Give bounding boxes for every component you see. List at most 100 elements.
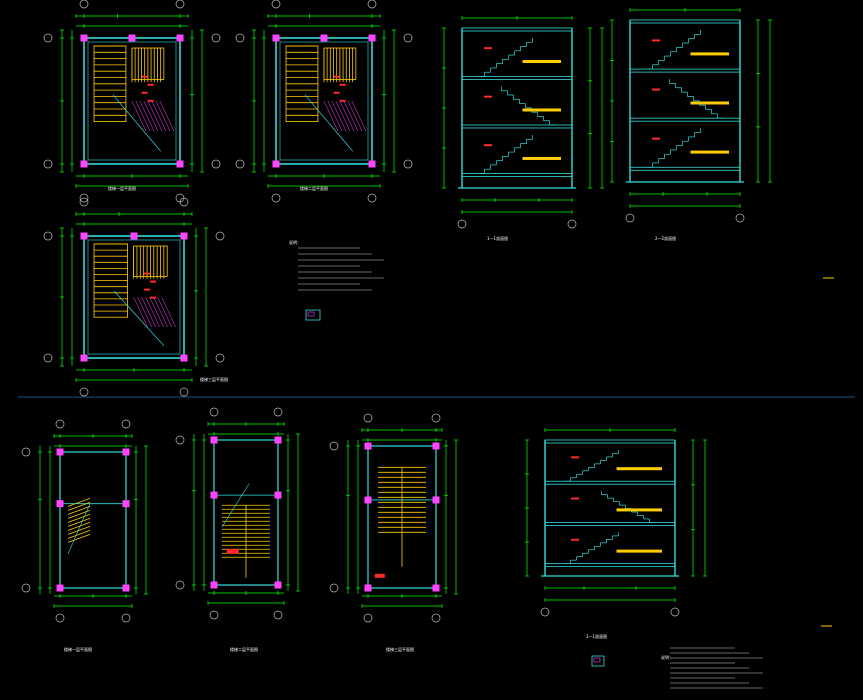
axis-bubble <box>271 0 281 9</box>
column <box>210 491 218 499</box>
axis-bubble <box>209 407 219 417</box>
plan-caption-bottom-1: 楼梯一层平面图 <box>64 647 92 652</box>
rebar-tag <box>144 288 150 291</box>
landing-hatch <box>351 100 367 132</box>
column <box>56 584 64 592</box>
break-line <box>113 290 165 347</box>
wall-inner <box>87 41 177 161</box>
floor-slab <box>544 563 676 568</box>
rebar-tag <box>150 296 156 299</box>
stair-flight <box>323 47 357 80</box>
axis-bubble <box>121 613 131 623</box>
axis-bubble <box>403 33 413 43</box>
rebar-tag <box>141 75 148 78</box>
rebar-tag <box>374 573 385 578</box>
wall-outline <box>213 439 279 586</box>
stair-tread <box>67 522 91 531</box>
landing-hatch <box>149 296 164 328</box>
detail-symbol-inner <box>307 311 315 317</box>
plan-caption-top-3: 楼梯三层平面图 <box>200 377 228 382</box>
rebar-tag <box>571 538 579 541</box>
landing-hatch <box>161 296 176 328</box>
landing-hatch <box>139 100 155 132</box>
floor-slab <box>461 173 573 177</box>
floor-slab <box>544 480 676 485</box>
notes-title-top: 说明： <box>289 240 301 245</box>
axis-bubble <box>21 583 31 593</box>
break-line <box>67 503 91 555</box>
section-caption-bottom: 1—1剖面图 <box>586 634 608 639</box>
axis-bubble <box>271 193 281 203</box>
landing-hatch <box>133 296 148 328</box>
landing-hatch <box>151 100 167 132</box>
landing-hatch <box>323 100 339 132</box>
axis-bubble <box>735 213 745 223</box>
axis-bubble <box>79 193 89 203</box>
stair-tread <box>67 506 91 515</box>
axis-bubble <box>367 0 377 9</box>
column <box>210 581 218 589</box>
column <box>80 232 88 240</box>
landing-hatch <box>347 100 363 132</box>
axis-bubble <box>329 441 339 451</box>
column <box>80 34 88 42</box>
rebar-tag <box>571 497 579 500</box>
plan-caption-top-1: 楼梯一层平面图 <box>108 186 136 191</box>
landing-beam <box>522 156 561 160</box>
floor-slab <box>461 124 573 129</box>
landing-hatch <box>143 100 159 132</box>
column <box>80 160 88 168</box>
rebar-tag <box>484 47 492 50</box>
landing-hatch <box>339 100 355 132</box>
axis-bubble <box>363 613 373 623</box>
notes-title-bottom: 说明： <box>661 655 673 660</box>
landing-hatch <box>137 296 152 328</box>
rebar-tag <box>144 272 150 275</box>
rebar-tag <box>333 91 340 94</box>
floor-slab <box>629 166 741 171</box>
axis-bubble <box>179 197 189 207</box>
stair-tread <box>67 526 91 535</box>
stair-flight <box>131 47 165 80</box>
column <box>432 496 440 504</box>
landing-hatch <box>327 100 343 132</box>
column <box>368 34 376 42</box>
stair-flight <box>93 45 127 122</box>
landing-hatch <box>157 296 172 328</box>
detail-symbol-inner <box>593 657 601 663</box>
plan-caption-bottom-2: 楼梯二层平面图 <box>230 647 258 652</box>
stair-tread <box>67 530 91 539</box>
axis-bubble <box>211 159 221 169</box>
break-line <box>112 94 162 152</box>
wall-inner <box>279 41 369 161</box>
plan-caption-top-2: 楼梯二层平面图 <box>300 186 328 191</box>
rebar-tag <box>147 99 154 102</box>
break-line <box>221 483 250 528</box>
floor-slab <box>461 76 573 80</box>
rebar-tag <box>652 88 660 91</box>
wall-outline <box>59 451 127 589</box>
axis-bubble <box>21 447 31 457</box>
axis-bubble <box>215 231 225 241</box>
landing-hatch <box>331 100 347 132</box>
rebar-tag <box>150 280 156 283</box>
landing-hatch <box>153 296 168 328</box>
axis-bubble <box>209 610 219 620</box>
axis-bubble <box>79 197 89 207</box>
column <box>272 160 280 168</box>
column <box>180 354 188 362</box>
column <box>122 448 130 456</box>
axis-bubble <box>431 413 441 423</box>
axis-bubble <box>43 353 53 363</box>
section-caption-top-2: 2—2剖面图 <box>655 236 677 241</box>
axis-bubble <box>175 580 185 590</box>
column <box>432 584 440 592</box>
column <box>122 500 130 508</box>
column <box>364 584 372 592</box>
landing-beam <box>616 508 662 512</box>
axis-bubble <box>55 613 65 623</box>
stair-tread <box>67 502 91 511</box>
rebar-tag <box>652 137 660 140</box>
column <box>176 160 184 168</box>
break-line <box>304 94 354 152</box>
